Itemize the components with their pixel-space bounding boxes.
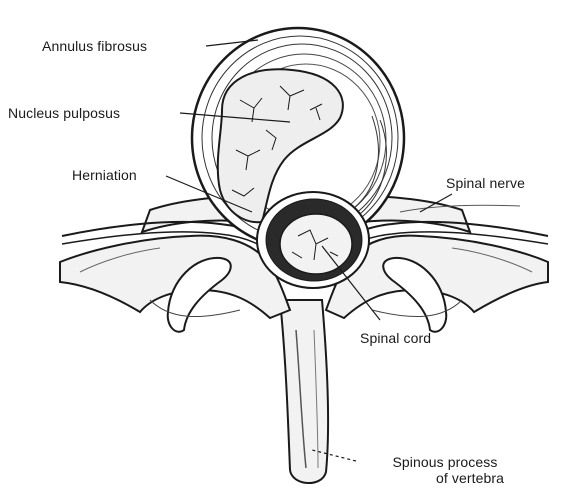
label-annulus-fibrosus: Annulus fibrosus bbox=[42, 38, 147, 54]
label-spinal-nerve: Spinal nerve bbox=[446, 175, 525, 191]
label-herniation: Herniation bbox=[72, 167, 137, 183]
label-spinous-process: Spinous process of vertebra bbox=[360, 454, 530, 486]
label-spinous-process-line1: Spinous process bbox=[360, 454, 530, 470]
spinal-cord bbox=[280, 214, 352, 274]
spinous-process bbox=[280, 300, 328, 483]
label-nucleus-pulposus: Nucleus pulposus bbox=[8, 105, 120, 121]
label-spinal-cord: Spinal cord bbox=[360, 330, 431, 346]
label-spinous-process-line2: of vertebra bbox=[360, 470, 530, 486]
